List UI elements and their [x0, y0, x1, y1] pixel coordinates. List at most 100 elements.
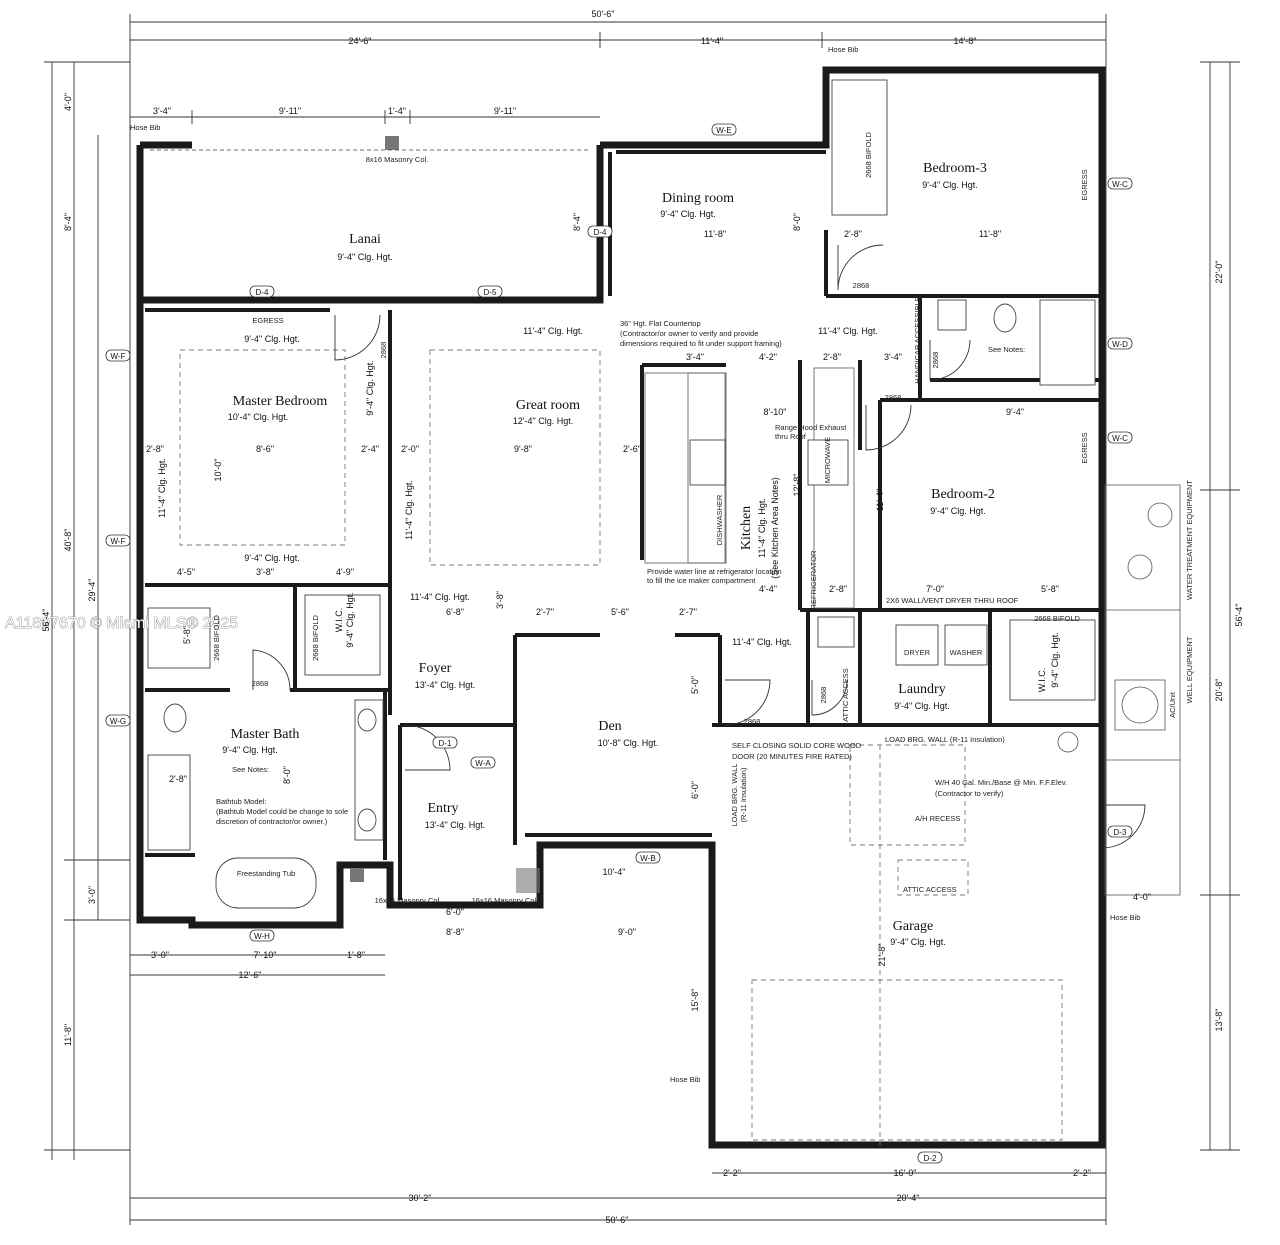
svg-text:D-2: D-2: [924, 1154, 937, 1163]
clg-label: 11'-4" Clg. Hgt.: [732, 637, 792, 647]
dimension-lines: [44, 14, 1240, 1225]
note-self-closing: DOOR (20 MINUTES FIRE RATED): [732, 752, 852, 761]
room-kitchen: Kitchen: [739, 506, 754, 550]
note-range-hood: Range Hood Exhaust: [775, 423, 847, 432]
dim-int: 3'-4": [884, 352, 902, 362]
note-attic-access: ATTIC ACCESS: [903, 885, 957, 894]
door-size: 2868: [853, 281, 870, 290]
svg-text:W-B: W-B: [640, 854, 655, 863]
dim-int: 9'-4": [1006, 407, 1024, 417]
room-bedroom3: Bedroom-3: [923, 161, 987, 176]
door-size: 2868: [744, 717, 761, 726]
tag-d-4: D-4: [249, 285, 275, 298]
note-water-line: Provide water line at refrigerator locat…: [647, 567, 782, 576]
dim-int: 4'-5": [177, 567, 195, 577]
door-size-labels: 2668 BIFOLD 2868 2868 2868 2868 2868 286…: [212, 131, 1081, 726]
note-range-hood: thru Roof: [775, 432, 807, 441]
dim-left-6: 11'-8": [63, 1024, 73, 1046]
dim-int: 2'-0": [401, 444, 419, 454]
svg-text:D-1: D-1: [439, 739, 452, 748]
tag-w-f: W-F: [105, 534, 131, 547]
dim-int: 2'-8": [146, 444, 164, 454]
svg-text:W-A: W-A: [475, 759, 491, 768]
room-foyer: Foyer: [419, 661, 452, 676]
note-see-notes: See Notes:: [232, 765, 269, 774]
door-size: 2668 BIFOLD: [212, 614, 221, 660]
tag-w-d: W-D: [1107, 337, 1133, 350]
note-attic-access: ATTIC ACCESS: [841, 668, 850, 722]
clg-label: 9'-4" Clg. Hgt.: [244, 334, 299, 344]
door-size: 2668 BIFOLD: [1034, 614, 1080, 623]
clg-label: 9'-4" Clg. Hgt.: [365, 360, 375, 415]
note-load-wall: LOAD BRG. WALL (R-11 Insulation): [885, 735, 1005, 744]
svg-text:W-G: W-G: [110, 717, 126, 726]
note-masonry-col: 16x16 Masonry Col.: [375, 896, 442, 905]
room-bedroom2-clg: 9'-4" Clg. Hgt.: [930, 506, 985, 516]
dim-top-7: 9'-11": [494, 106, 516, 116]
tag-d-1: D-1: [432, 736, 458, 749]
dim-bottom-7: 2'-2": [1073, 1168, 1091, 1178]
dim-overall-bottom: 50'-6": [606, 1215, 629, 1225]
dim-int: 11'-8": [704, 229, 726, 239]
dim-int: 5'-8": [182, 626, 192, 644]
note-water-line: to fill the ice maker compartment: [647, 576, 756, 585]
dim-bottom-9: 20'-4": [897, 1193, 920, 1203]
clg-label: 11'-4" Clg. Hgt.: [410, 592, 470, 602]
label-microwave: MICROWAVE: [823, 437, 832, 483]
clg-label: 11'-4" Clg. Hgt.: [523, 326, 583, 336]
dim-int: 2'-7": [679, 607, 697, 617]
dim-int: 4'-9": [336, 567, 354, 577]
room-garage: Garage: [893, 919, 933, 934]
dim-int: 10'-0": [213, 459, 223, 482]
dim-int: 3'-8": [256, 567, 274, 577]
plan-notes: Hose Bib Hose Bib Hose Bib Hose Bib 8x16…: [130, 45, 1194, 1084]
dim-int: 8'-8": [446, 927, 464, 937]
svg-text:D-4: D-4: [256, 288, 269, 297]
tag-w-b: W-B: [635, 851, 661, 864]
room-wic-b2-clg: 9'-4" Clg. Hgt.: [1050, 632, 1060, 687]
note-ah-recess: A/H RECESS: [915, 814, 960, 823]
dim-int: 7'-0": [926, 584, 944, 594]
dim-int: 8'-0": [792, 213, 802, 231]
dim-bottom-1: 3'-0": [151, 950, 169, 960]
dim-overall-left: 56'-4": [41, 609, 51, 632]
room-foyer-clg: 13'-4" Clg. Hgt.: [415, 680, 475, 690]
note-water-treatment: WATER TREATMENT EQUIPMENT: [1185, 480, 1194, 600]
dim-int: 2'-8": [844, 229, 862, 239]
door-size: 2868: [931, 352, 940, 369]
room-great-clg: 12'-4" Clg. Hgt.: [513, 416, 573, 426]
room-dining: Dining room: [662, 191, 734, 206]
dim-top-1: 24'-6": [349, 36, 372, 46]
note-freestanding-tub: Freestanding Tub: [237, 869, 295, 878]
dim-int: 9'-0": [618, 927, 636, 937]
dim-int: 6'-0": [690, 781, 700, 799]
dim-top-3: 14'-8": [954, 36, 977, 46]
tag-d-5: D-5: [477, 285, 503, 298]
tag-d-3: D-3: [1107, 825, 1133, 838]
room-laundry-clg: 9'-4" Clg. Hgt.: [894, 701, 949, 711]
svg-text:W-E: W-E: [716, 126, 731, 135]
room-bedroom2: Bedroom-2: [931, 487, 995, 502]
dim-bottom-3: 1'-8": [347, 950, 365, 960]
door-size: 2668 BIFOLD: [864, 131, 873, 177]
dim-left-1: 4'-0": [63, 93, 73, 111]
svg-text:W-D: W-D: [1112, 340, 1128, 349]
opening-tags: W-E D-4 D-5 D-4 W-F W-F W-G W-H D-1 W-A …: [105, 123, 1133, 1164]
dim-left-3: 29'-4": [87, 579, 97, 602]
svg-text:D-3: D-3: [1114, 828, 1127, 837]
svg-text:W-H: W-H: [254, 932, 270, 941]
dim-int: 3'-4": [686, 352, 704, 362]
room-den: Den: [598, 719, 621, 734]
dim-int: 8'-10": [764, 407, 787, 417]
dim-int: 11'-4": [875, 489, 885, 511]
dim-left-2: 8'-4": [63, 213, 73, 231]
dim-top-4: 3'-4": [153, 106, 171, 116]
dim-int: 4'-4": [759, 584, 777, 594]
dim-int: 5'-0": [690, 676, 700, 694]
dim-int: 4'-0": [1133, 892, 1151, 902]
dim-int: 9'-8": [514, 444, 532, 454]
clg-label: 11'-4" Clg. Hgt.: [404, 480, 414, 540]
dim-int: 5'-8": [1041, 584, 1059, 594]
dim-int: 8'-0": [282, 766, 292, 784]
dim-int: 3'-8": [495, 591, 505, 609]
